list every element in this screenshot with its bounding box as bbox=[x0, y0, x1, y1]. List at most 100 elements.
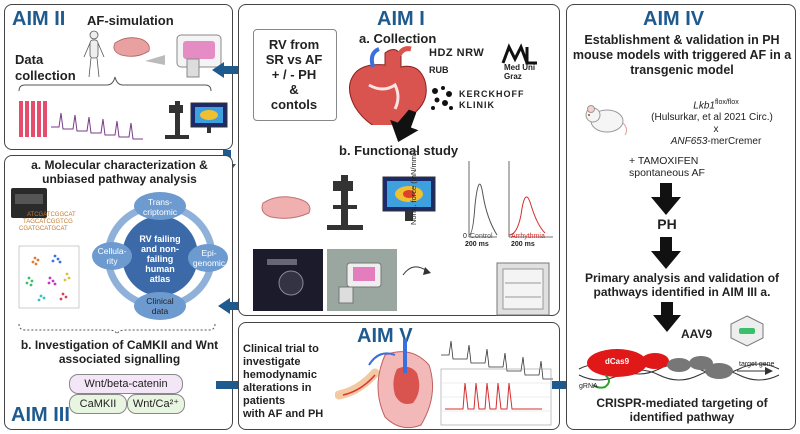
aim3-a-label: a. Molecular characterization & unbiased… bbox=[31, 158, 208, 186]
transcriptomic-oval bbox=[134, 192, 186, 220]
aim5-text: Clinical trial to investigate hemodynami… bbox=[243, 343, 324, 420]
camkii-box: CaMKII bbox=[69, 394, 127, 414]
tick-200ms-control: 200 ms bbox=[465, 241, 489, 248]
sequence-text: ATCGATCGGCAT TAGCATCGGTCG CGATGCATGCAT bbox=[19, 212, 77, 232]
aim3-brace bbox=[18, 323, 216, 336]
sequencer-icon bbox=[11, 188, 47, 218]
rub-logo: RUB bbox=[429, 65, 449, 75]
aav9-capsid-icon bbox=[730, 315, 764, 347]
atlas-center-oval bbox=[122, 216, 198, 296]
heart-illustration bbox=[349, 46, 427, 125]
lkb-sup: flox/flox bbox=[714, 99, 739, 106]
aav9-label: AAV9 bbox=[681, 327, 713, 341]
target-gene-label: target gene bbox=[739, 361, 775, 368]
control-label: Control bbox=[470, 233, 493, 240]
primary-analysis-text: Primary analysis and validation of pathw… bbox=[584, 271, 780, 299]
grna-strand bbox=[592, 374, 610, 389]
cross-x: x bbox=[713, 124, 719, 135]
crispr-text: CRISPR-mediated targeting of identified … bbox=[596, 396, 768, 424]
ecg-trace bbox=[441, 340, 553, 380]
tick-200ms-arrhythmia: 200 ms bbox=[511, 241, 535, 248]
kerckhoff-logo: KERCKHOFF KLINIK bbox=[459, 89, 525, 110]
arrow-aim3-to-aim5 bbox=[216, 381, 238, 389]
aim4-panel: AIM IV Establishment & validation in PH … bbox=[566, 4, 796, 430]
aim5-illustration bbox=[335, 339, 553, 429]
arrhythmia-trace bbox=[508, 196, 546, 236]
functional-illustration bbox=[253, 175, 436, 311]
aim5-title: AIM V bbox=[357, 325, 413, 347]
lkb-gene: Lkb1 bbox=[693, 100, 715, 112]
aim3-panel: a. Molecular characterization & unbiased… bbox=[4, 155, 233, 430]
samples-box bbox=[253, 29, 337, 121]
aim3-title: AIM III bbox=[11, 404, 70, 426]
meduni-mark-icon bbox=[501, 43, 537, 65]
microscope-icon bbox=[165, 101, 189, 139]
black-arrow-2 bbox=[651, 237, 681, 269]
atlas-center-label: RV failing and non- failing human atlas bbox=[139, 234, 181, 284]
aim1-title: AIM I bbox=[377, 8, 425, 30]
aim3-b-label: b. Investigation of CaMKII and Wnt assoc… bbox=[20, 338, 219, 366]
epigenomic-oval bbox=[188, 244, 228, 272]
crispr-illustration bbox=[578, 349, 780, 389]
aim2-force-trace bbox=[51, 112, 143, 140]
incubator-icon bbox=[496, 262, 550, 316]
dcas9-blob bbox=[587, 349, 647, 377]
microscope-icon-2 bbox=[327, 175, 363, 230]
transcriptomic-label: Trans- criptomic bbox=[142, 197, 177, 217]
monitor-icon-2 bbox=[382, 176, 436, 221]
control-trace bbox=[468, 183, 498, 236]
mouse-icon bbox=[585, 105, 627, 136]
arrhythmia-label: Arrhythmia bbox=[511, 233, 545, 240]
anf-gene: ANF653 bbox=[670, 136, 708, 147]
black-arrow-1 bbox=[651, 183, 681, 215]
pressure-trace bbox=[445, 382, 542, 410]
aim2-title: AIM II bbox=[12, 8, 66, 30]
aim5-panel: AIM V Clinical trial to investigate hemo… bbox=[238, 322, 560, 430]
lkb-ref: (Hulsurkar, et al 2021 Circ.) bbox=[651, 112, 773, 123]
human-figure-icon bbox=[83, 30, 105, 78]
tick-zero: 0 bbox=[463, 233, 467, 240]
clinical-label: Clinical data bbox=[146, 296, 174, 316]
aim2-illustration bbox=[18, 30, 228, 140]
setup-photo-1 bbox=[253, 249, 323, 311]
tissue-strip-icon bbox=[261, 196, 311, 219]
monitor-icon bbox=[190, 102, 228, 133]
aim1-panel: AIM I a. Collection RV from SR vs AF + /… bbox=[238, 4, 560, 316]
af-simulation-label: AF-simulation bbox=[87, 13, 174, 28]
heart-lung-icon bbox=[368, 339, 434, 429]
arm-icon bbox=[335, 368, 380, 400]
meduni-logo: Med Uni Graz bbox=[504, 63, 536, 81]
kerckhoff-mark-icon bbox=[431, 86, 453, 110]
aim4-title: AIM IV bbox=[643, 8, 705, 30]
grna-label: gRNA bbox=[579, 383, 598, 390]
tissue-icon bbox=[113, 37, 150, 57]
data-collection-label: Data collection bbox=[15, 52, 76, 83]
ph-label: PH bbox=[657, 216, 677, 232]
black-arrow-3 bbox=[653, 302, 681, 332]
arrow-collection-to-functional bbox=[390, 109, 419, 142]
aim4-establish-text: Establishment & validation in PH mouse m… bbox=[572, 33, 792, 77]
wnt-ca-box: Wnt/Ca²⁺ bbox=[127, 394, 185, 414]
clinical-oval bbox=[134, 292, 186, 320]
wnt-beta-box: Wnt/beta-catenin bbox=[69, 374, 183, 394]
collection-label: a. Collection bbox=[359, 31, 437, 46]
anf-suffix: -merCremer bbox=[707, 136, 762, 147]
setup-photo-2 bbox=[327, 249, 397, 311]
samples-label: RV from SR vs AF + / - PH & contols bbox=[265, 37, 323, 112]
aim3-atlas-diagram: ATCGATCGGCAT TAGCATCGGTCG CGATGCATGCAT bbox=[11, 188, 228, 320]
force-trace-plot bbox=[468, 161, 553, 238]
anf-line: ANF653-merCremer bbox=[641, 136, 791, 147]
cellularity-label: Cellula- rity bbox=[97, 246, 127, 266]
tamoxifen-text: + TAMOXIFEN spontaneous AF bbox=[629, 155, 705, 179]
dcas9-label: dCas9 bbox=[605, 357, 630, 366]
lkb-line: Lkb1flox/flox bbox=[641, 99, 791, 111]
cellularity-oval bbox=[92, 242, 132, 270]
epigenomic-label: Epi- genomic bbox=[192, 248, 226, 268]
chamber-icon bbox=[176, 34, 222, 78]
hdz-logo: HDZ NRW bbox=[429, 47, 485, 59]
tubes-icon bbox=[19, 101, 47, 137]
tsne-plot bbox=[18, 245, 80, 309]
aim2-panel: AIM II AF-simulation Data collection bbox=[4, 4, 233, 150]
functional-label: b. Functional study bbox=[339, 143, 459, 158]
force-ylabel: Norm. force (mN/mm²) bbox=[409, 150, 418, 225]
